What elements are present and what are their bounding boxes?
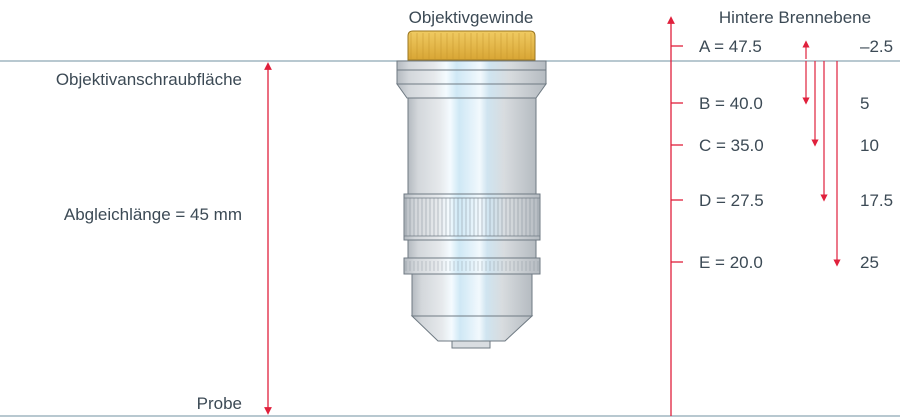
plane-a-label: A = 47.5 [699,37,762,56]
objective-lens [396,30,547,349]
mounting-flange [396,60,547,71]
mounting-surface-label: Objektivanschraubfläche [56,70,242,89]
back-focal-plane-label: Hintere Brennebene [719,8,871,27]
offset-b-value: 5 [860,94,869,113]
offset-a-value: –2.5 [860,37,893,56]
objective-barrel [407,97,537,195]
objective-nose [410,315,534,342]
offset-d-value: 17.5 [860,191,893,210]
offset-c-value: 10 [860,136,879,155]
plane-b-label: B = 40.0 [699,94,763,113]
plane-c-label: C = 35.0 [699,136,764,155]
offset-e-value: 25 [860,253,879,272]
specimen-label: Probe [197,394,242,413]
plane-d-label: D = 27.5 [699,191,764,210]
objective-thread-label: Objektivgewinde [409,8,534,27]
plane-e-label: E = 20.0 [699,253,763,272]
parfocal-length-label: Abgleichlänge = 45 mm [64,205,242,224]
